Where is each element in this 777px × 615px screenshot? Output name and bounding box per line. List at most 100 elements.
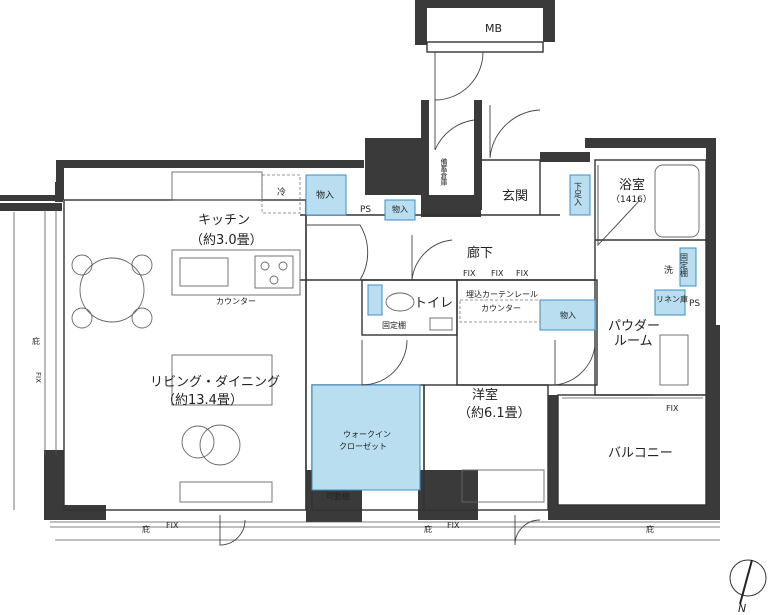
wall-storage-base: [421, 195, 481, 217]
toilet-door: [411, 235, 453, 281]
doors: [219, 51, 641, 546]
label-hisashi-bottom-3: 庇: [646, 524, 654, 534]
wall-bottom-left: [64, 505, 106, 520]
label-monoire-hall: 物入: [560, 310, 576, 320]
label-genkan: 玄関: [502, 189, 528, 204]
compass: N: [729, 559, 767, 615]
wall-balcony-right: [706, 325, 720, 520]
label-youshitsu: 洋室: [472, 387, 498, 403]
dining-chair-4: [131, 307, 153, 329]
label-hisashi-bottom-1: 庇: [142, 524, 150, 534]
storage-areas: [305, 174, 697, 491]
youshitsu-outline: [423, 384, 549, 511]
kitchen-upper-counter: [171, 171, 263, 201]
label-living: リビング・ダイニング: [150, 375, 280, 390]
label-fix-bottom-1: FIX: [166, 521, 179, 530]
walkin-closet: [311, 384, 421, 491]
youshitsu-window-door: [514, 515, 541, 546]
wall-top-kitchen: [56, 160, 364, 168]
label-balcony: バルコニー: [608, 446, 673, 461]
wall-top-left-c: [0, 203, 62, 211]
label-ps-right: PS: [689, 299, 700, 309]
wall-kitchen-left: [56, 160, 64, 200]
hall-counter: [459, 299, 541, 323]
shoe-storage: [569, 174, 591, 216]
label-toilet: トイレ: [414, 296, 453, 311]
compass-label: N: [738, 602, 746, 615]
closet-door: [361, 339, 408, 386]
entrance-door: [489, 105, 541, 159]
youshitsu-door: [554, 340, 596, 386]
label-rouka: 廊下: [467, 245, 493, 261]
label-walkin: ウォークイン: [343, 430, 391, 439]
label-closet: クローゼット: [339, 441, 387, 451]
label-living-size: （約13.4畳）: [162, 393, 243, 408]
top-storage: [384, 199, 416, 221]
dining-chair-1: [71, 254, 93, 276]
label-fix-bottom-2: FIX: [447, 521, 460, 530]
fixtures: [71, 164, 706, 503]
label-koteidana-toilet: 固定棚: [382, 320, 406, 330]
label-fix-3: FIX: [516, 269, 529, 278]
sofa: [171, 354, 273, 406]
label-counter-kitchen: カウンター: [216, 297, 256, 306]
wall-balcony-bottom: [548, 505, 720, 520]
label-ps-top: PS: [360, 205, 371, 215]
label-fix-2: FIX: [491, 269, 504, 278]
side-table-2: [199, 424, 241, 466]
walls: [0, 0, 720, 522]
mb-door: [434, 51, 484, 101]
bed: [461, 469, 545, 503]
wall-bath-right: [706, 138, 716, 328]
label-koteidana-bath: 固定棚: [680, 253, 689, 278]
wall-mb-top: [415, 0, 555, 8]
linen-storage: [654, 289, 686, 316]
label-room: ルーム: [614, 334, 653, 349]
label-powder: パウダー: [608, 319, 660, 334]
label-hisashi-left: 庇: [32, 336, 40, 346]
label-kitchen-size: （約3.0畳）: [190, 233, 263, 248]
dining-table: [79, 257, 145, 323]
wall-bath-top: [585, 138, 715, 148]
wall-youshitsu-right: [548, 395, 558, 520]
label-yokushitsu-size: （1416）: [611, 194, 652, 205]
label-monoire-kitchen: 物入: [316, 189, 334, 201]
dining-chair-3: [71, 307, 93, 329]
storage-door: [434, 100, 475, 151]
bath-door: [597, 165, 641, 247]
wall-lower-left: [44, 450, 64, 520]
label-rei: 冷: [277, 186, 286, 198]
compass-needle: [739, 559, 753, 605]
label-mb: MB: [485, 22, 502, 35]
label-monoire-top: 物入: [392, 204, 408, 214]
wall-storage-right: [474, 100, 482, 210]
bath-shelf: [679, 247, 697, 287]
mb-sill: [426, 41, 544, 53]
burner-2: [278, 261, 288, 271]
label-fix-left: FIX: [34, 372, 42, 383]
label-youshitsu-size: （約6.1畳）: [458, 406, 531, 421]
wall-entry-top: [540, 152, 590, 162]
hall-storage: [539, 299, 596, 331]
wall-shaft: [365, 138, 421, 195]
kitchen-storage: [305, 174, 347, 216]
tv-unit: [179, 481, 273, 503]
label-bisai-soko: 備蓄倉庫: [440, 157, 448, 187]
label-hisashi-bottom-2: 庇: [424, 524, 432, 534]
burner-1: [260, 261, 270, 271]
interior-lines: [13, 41, 720, 541]
dining-chair-2: [131, 254, 153, 276]
wall-mb-right: [543, 0, 555, 42]
burner-3: [269, 275, 279, 285]
compass-circle: [729, 559, 767, 597]
wash-basin: [659, 334, 689, 386]
wall-top-left-b: [0, 195, 63, 201]
toilet-sink: [429, 317, 453, 331]
label-kitchen: キッチン: [198, 213, 250, 228]
label-sen: 洗: [664, 264, 673, 276]
kitchen-counter: [171, 249, 301, 296]
kitchen-stove: [254, 255, 294, 289]
label-kadoudana: 可動棚: [326, 491, 350, 501]
label-linen: リネン庫: [656, 294, 688, 304]
